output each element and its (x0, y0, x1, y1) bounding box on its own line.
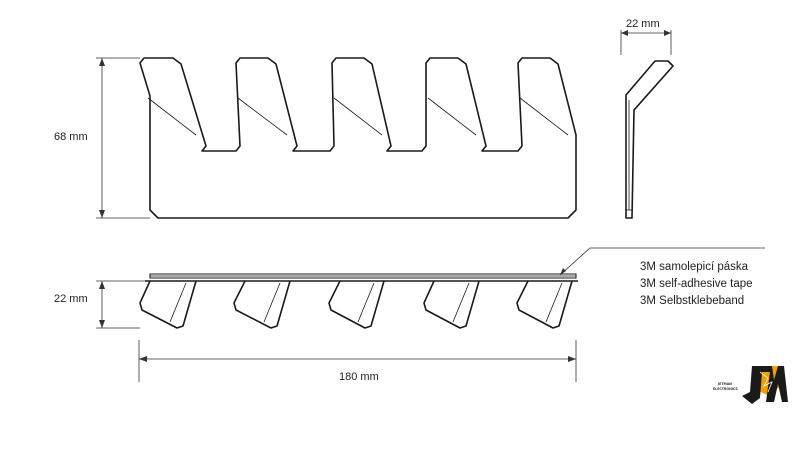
front-view-outline (139, 57, 577, 219)
dimension-height: 68 mm (54, 57, 150, 219)
tape-leader (559, 247, 765, 276)
logo-line1: JETMAN (717, 382, 732, 386)
top-hook-5 (516, 280, 573, 329)
top-view (139, 273, 578, 329)
logo-line2: ELECTRONICS (713, 387, 738, 391)
jetman-logo: JETMAN ELECTRONICS (713, 366, 788, 404)
tape-label-en: 3M self-adhesive tape (640, 278, 753, 290)
side-view-outline (625, 60, 674, 219)
side-view (625, 60, 674, 219)
logo-mark (742, 366, 788, 404)
tape-label-cz: 3M samolepicí páska (640, 261, 749, 273)
dimension-top-depth: 22 mm (54, 280, 145, 329)
width-label: 180 mm (339, 371, 379, 383)
side-depth-label: 22 mm (626, 18, 660, 30)
top-hook-3 (328, 280, 385, 329)
height-label: 68 mm (54, 131, 88, 143)
dimension-width: 180 mm (138, 340, 577, 383)
tape-label-de: 3M Selbstklebeband (640, 295, 744, 307)
top-hook-1 (139, 280, 197, 329)
top-depth-label: 22 mm (54, 293, 88, 305)
front-view (139, 57, 577, 219)
top-hook-2 (233, 280, 291, 329)
top-hook-4 (423, 280, 480, 329)
dimension-side-depth: 22 mm (620, 18, 672, 55)
